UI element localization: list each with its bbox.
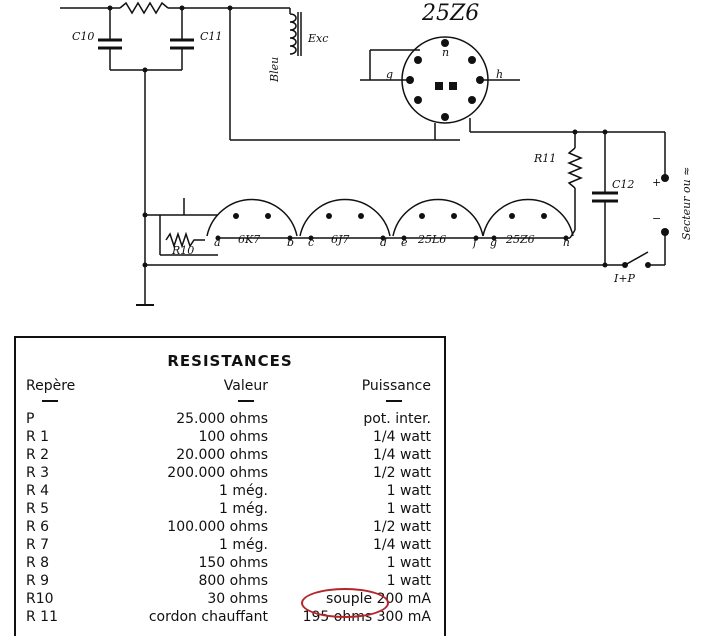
heater-25z6-pin-left: g bbox=[490, 236, 497, 249]
row-repere: R 7 bbox=[26, 537, 50, 553]
heater-25z6-arc bbox=[482, 198, 574, 237]
row-valeur: 100 ohms bbox=[198, 429, 268, 445]
row-puissance: pot. inter. bbox=[363, 411, 431, 427]
row-valeur: cordon chauffant bbox=[148, 609, 268, 625]
heater-6j7-pin-left: c bbox=[308, 236, 314, 249]
table-row: R 3 200.000 ohms 1/2 watt bbox=[16, 464, 444, 482]
row-valeur: 1 még. bbox=[219, 483, 268, 499]
c11-label: C11 bbox=[200, 30, 222, 43]
table-row: R 9 800 ohms 1 watt bbox=[16, 572, 444, 590]
row-puissance: 1 watt bbox=[386, 573, 431, 589]
bleu-label: Bleu bbox=[268, 57, 281, 83]
heater-6k7-arc bbox=[206, 198, 298, 237]
heater-25l6-arc bbox=[392, 198, 484, 237]
row-valeur: 800 ohms bbox=[198, 573, 268, 589]
resistor-r11 bbox=[567, 147, 583, 189]
row-puissance: 1/4 watt bbox=[373, 447, 431, 463]
row-repere: R 4 bbox=[26, 483, 50, 499]
table-row: R 2 20.000 ohms 1/4 watt bbox=[16, 446, 444, 464]
row-valeur: 1 még. bbox=[219, 537, 268, 553]
row-repere: R 11 bbox=[26, 609, 58, 625]
row-repere: R 8 bbox=[26, 555, 50, 571]
tube-pin-h-label: h bbox=[496, 68, 503, 81]
heater-25z6-pin-right: h bbox=[563, 236, 570, 249]
minus-label: − bbox=[652, 212, 661, 225]
row-valeur: 200.000 ohms bbox=[167, 465, 268, 481]
table-row: P 25.000 ohms pot. inter. bbox=[16, 410, 444, 428]
row-valeur: 20.000 ohms bbox=[176, 447, 268, 463]
header-puissance: Puissance bbox=[361, 378, 431, 394]
header-underline-valeur bbox=[238, 400, 254, 402]
row-repere: R 1 bbox=[26, 429, 50, 445]
heater-6k7-name: 6K7 bbox=[238, 233, 260, 246]
table-row: R 7 1 még. 1/4 watt bbox=[16, 536, 444, 554]
resistances-table: RESISTANCES Repère Valeur Puissance P 25.… bbox=[14, 336, 446, 636]
tube-pin-g-label: g bbox=[386, 68, 393, 81]
highlight-circle bbox=[301, 588, 389, 618]
header-underline-puissance bbox=[386, 400, 402, 402]
row-puissance: 1/2 watt bbox=[373, 465, 431, 481]
plus-label: + bbox=[652, 176, 661, 189]
header-repere: Repère bbox=[26, 378, 76, 394]
tube-pin-n-label: n bbox=[442, 46, 449, 59]
row-valeur: 25.000 ohms bbox=[176, 411, 268, 427]
exc-coil bbox=[289, 13, 297, 55]
header-valeur: Valeur bbox=[223, 378, 268, 394]
row-valeur: 1 még. bbox=[219, 501, 268, 517]
tube-25z6-title: 25Z6 bbox=[421, 1, 479, 26]
table-row: R 5 1 még. 1 watt bbox=[16, 500, 444, 518]
table-row: R 8 150 ohms 1 watt bbox=[16, 554, 444, 572]
r10-label: R10 bbox=[171, 244, 194, 257]
heater-25l6-pin-right: f bbox=[472, 236, 479, 249]
row-repere: R 5 bbox=[26, 501, 50, 517]
resistor-r10 bbox=[165, 231, 205, 249]
row-puissance: 1 watt bbox=[386, 501, 431, 517]
row-repere: R 3 bbox=[26, 465, 50, 481]
table-row: R 1 100 ohms 1/4 watt bbox=[16, 428, 444, 446]
row-puissance: 1/4 watt bbox=[373, 537, 431, 553]
heater-25l6-pin-left: e bbox=[401, 236, 408, 249]
row-puissance: 1 watt bbox=[386, 483, 431, 499]
table-row: R 4 1 még. 1 watt bbox=[16, 482, 444, 500]
heater-6j7-pin-right: d bbox=[380, 236, 387, 249]
heater-6j7-name: 6J7 bbox=[331, 233, 349, 246]
heater-6k7-pin-right: b bbox=[287, 236, 294, 249]
row-repere: R 6 bbox=[26, 519, 50, 535]
c12-label: C12 bbox=[612, 178, 634, 191]
row-puissance: 1/2 watt bbox=[373, 519, 431, 535]
row-valeur: 100.000 ohms bbox=[167, 519, 268, 535]
r11-label: R11 bbox=[533, 152, 556, 165]
c10-label: C10 bbox=[72, 30, 94, 43]
table-title: RESISTANCES bbox=[167, 352, 293, 370]
heater-25z6-name: 25Z6 bbox=[505, 233, 535, 246]
row-repere: R10 bbox=[26, 591, 54, 607]
row-repere: R 2 bbox=[26, 447, 50, 463]
heater-6j7-arc bbox=[299, 198, 391, 237]
heater-6k7-pin-left: a bbox=[214, 236, 221, 249]
row-repere: R 9 bbox=[26, 573, 50, 589]
row-valeur: 30 ohms bbox=[207, 591, 268, 607]
resistor-top bbox=[119, 1, 169, 15]
circuit-schematic: 25Z6 C10 C11 Exc Bleu R11 C12 R10 Secteu… bbox=[60, 1, 693, 306]
row-puissance: 1 watt bbox=[386, 555, 431, 571]
row-valeur: 150 ohms bbox=[198, 555, 268, 571]
secteur-label: Secteur ou ≈ bbox=[680, 167, 693, 240]
row-repere: P bbox=[26, 411, 35, 427]
header-underline-repere bbox=[42, 400, 58, 402]
heater-25l6-name: 25L6 bbox=[417, 233, 446, 246]
exc-label: Exc bbox=[307, 32, 328, 45]
row-puissance: 1/4 watt bbox=[373, 429, 431, 445]
table-row: R 6 100.000 ohms 1/2 watt bbox=[16, 518, 444, 536]
switch-label: I+P bbox=[613, 272, 636, 285]
